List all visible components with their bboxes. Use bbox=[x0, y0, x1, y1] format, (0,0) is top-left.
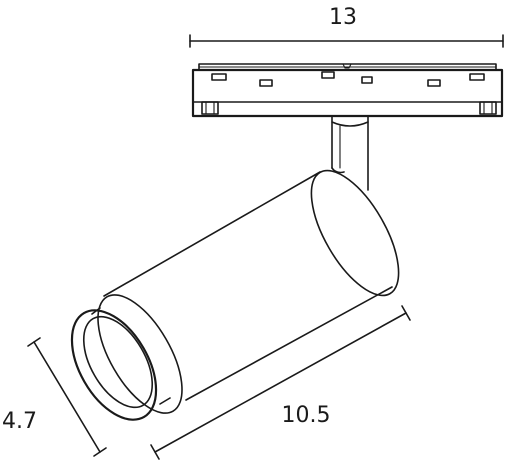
body-back-cap bbox=[310, 169, 400, 297]
diameter-tick-top bbox=[27, 337, 41, 347]
adapter-slot-5 bbox=[427, 79, 441, 87]
width-dimension-label: 13 bbox=[329, 5, 357, 30]
diameter-dimension-label: 4.7 bbox=[2, 409, 37, 434]
adapter-slot-1 bbox=[211, 73, 227, 81]
adapter-clip-left bbox=[201, 101, 219, 115]
body-upper-edge bbox=[103, 171, 321, 297]
adapter-slot-6 bbox=[469, 73, 485, 81]
adapter-notch bbox=[342, 63, 352, 69]
diameter-dimension-line bbox=[33, 341, 101, 453]
stem bbox=[331, 115, 369, 191]
diameter-tick-bottom bbox=[93, 447, 107, 457]
lens-ring-connector bbox=[91, 307, 171, 405]
lens-inner-ring bbox=[82, 315, 154, 409]
lens-assembly bbox=[70, 307, 171, 421]
diameter-dimension: 4.7 bbox=[2, 337, 107, 457]
adapter-slot-3 bbox=[321, 71, 335, 79]
body-lower-edge bbox=[185, 286, 393, 401]
adapter-housing bbox=[191, 68, 504, 118]
body-front-collar bbox=[97, 294, 183, 414]
stem-top-cap bbox=[331, 115, 369, 127]
adapter-slot-2 bbox=[259, 79, 273, 87]
depth-dimension-label: 10.5 bbox=[282, 403, 331, 428]
depth-tick-right bbox=[401, 305, 411, 321]
adapter-clip-right bbox=[479, 101, 497, 115]
spotlight-body bbox=[97, 169, 400, 414]
depth-dimension: 10.5 bbox=[150, 305, 411, 460]
depth-dimension-line bbox=[154, 312, 407, 453]
depth-tick-left bbox=[150, 444, 160, 460]
lens-outer-ring bbox=[70, 309, 158, 421]
adapter-slot-4 bbox=[361, 76, 373, 84]
width-dimension: 13 bbox=[189, 5, 504, 48]
track-adapter bbox=[191, 63, 504, 118]
